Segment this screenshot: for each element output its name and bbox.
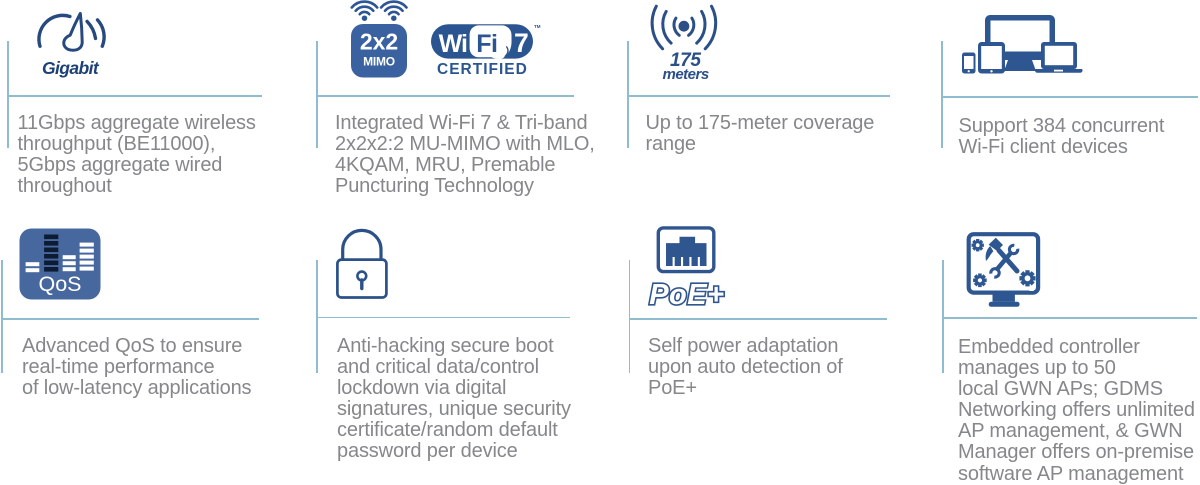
svg-text:7: 7 (514, 28, 529, 58)
svg-text:QoS: QoS (38, 272, 81, 296)
svg-text:Fi: Fi (476, 30, 497, 58)
svg-text:PoE+: PoE+ (649, 279, 724, 311)
svg-text:2x2: 2x2 (360, 29, 398, 55)
svg-text:MIMO: MIMO (363, 55, 395, 69)
svg-text:Wi: Wi (439, 30, 467, 58)
svg-text:CERTIFIED: CERTIFIED (437, 61, 528, 78)
svg-text:TM: TM (534, 24, 541, 29)
